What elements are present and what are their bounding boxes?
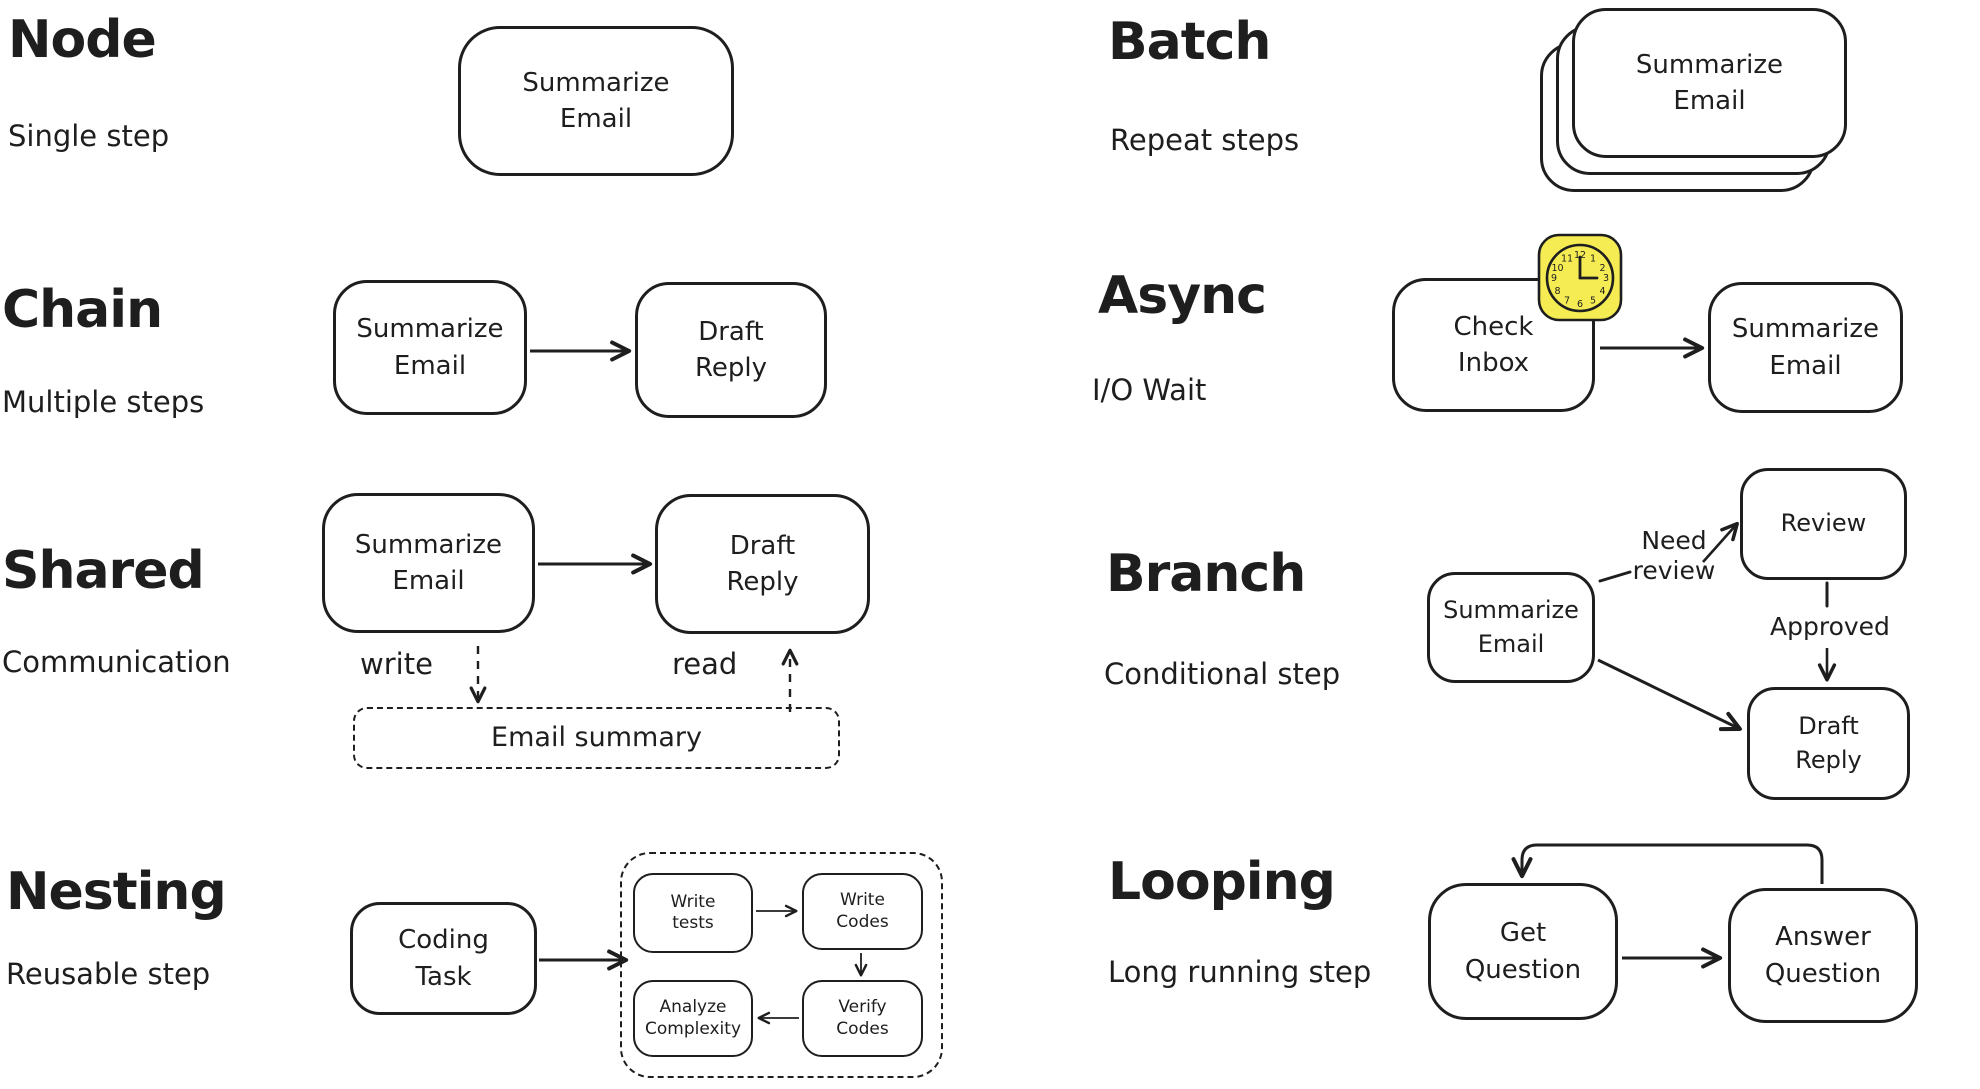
nesting-section-title: Nesting: [6, 862, 227, 922]
node-section-title: Node: [8, 10, 157, 70]
node-box-label: Summarize Email: [522, 67, 670, 134]
clock-num-5: 5: [1590, 296, 1596, 307]
chain-box2-label: Draft Reply: [694, 316, 767, 383]
shared-section-title: Shared: [2, 541, 205, 601]
async-box1-label: Check Inbox: [1453, 311, 1534, 378]
chain-box1-label: Summarize Email: [356, 314, 504, 381]
chain-summarize-email-box: Summarize Email: [333, 280, 527, 415]
batch-section-subtitle: Repeat steps: [1110, 123, 1300, 157]
branch-summarize-email-box: Summarize Email: [1427, 572, 1595, 683]
clock-num-11: 11: [1561, 254, 1573, 265]
nesting-write-codes-box: Write Codes: [802, 873, 923, 950]
branch-review-label: Review: [1780, 509, 1867, 538]
shared-box2-label: Draft Reply: [726, 530, 799, 597]
shared-email-summary-store: Email summary: [353, 707, 840, 769]
branch-draft-label: Draft Reply: [1795, 711, 1862, 774]
looping-box1-label: Get Question: [1464, 918, 1582, 985]
batch-section-title: Batch: [1108, 12, 1271, 72]
clock-num-9: 9: [1551, 273, 1557, 284]
nesting-inner2-label: Write Codes: [836, 890, 889, 932]
nesting-inner1-label: Write tests: [670, 891, 716, 933]
branch-need-review-label: Need review: [1632, 526, 1716, 585]
nesting-section-subtitle: Reusable step: [6, 957, 211, 991]
looping-answer-question-box: Answer Question: [1728, 888, 1918, 1023]
shared-draft-reply-box: Draft Reply: [655, 494, 870, 634]
clock-icon: 12 1 2 3 4 5 6 7 8 9 10 11: [1537, 233, 1623, 322]
branch-draft-reply-box: Draft Reply: [1747, 687, 1910, 800]
chain-section-title: Chain: [2, 280, 163, 340]
clock-num-6: 6: [1577, 299, 1583, 310]
branch-review-box: Review: [1740, 468, 1907, 580]
nesting-analyze-complexity-box: Analyze Complexity: [633, 980, 753, 1057]
looping-section-title: Looping: [1108, 852, 1336, 912]
looping-section-subtitle: Long running step: [1108, 955, 1372, 989]
async-box2-label: Summarize Email: [1731, 314, 1880, 381]
async-section-subtitle: I/O Wait: [1092, 373, 1207, 407]
looping-back-arrow: [1511, 843, 1824, 884]
async-summarize-email-box: Summarize Email: [1708, 282, 1903, 413]
nesting-task-label: Coding Task: [398, 925, 489, 992]
clock-num-4: 4: [1599, 286, 1605, 297]
batch-card-label: Summarize Email: [1635, 49, 1784, 116]
shared-read-label: read: [672, 647, 738, 681]
branch-section-subtitle: Conditional step: [1104, 657, 1341, 691]
nesting-verify-codes-box: Verify Codes: [802, 980, 923, 1057]
branch-section-title: Branch: [1106, 544, 1306, 604]
clock-num-12: 12: [1574, 250, 1586, 261]
shared-box1-label: Summarize Email: [354, 529, 503, 596]
clock-num-8: 8: [1554, 286, 1560, 297]
node-section-subtitle: Single step: [8, 119, 170, 153]
clock-num-1: 1: [1590, 254, 1596, 265]
nesting-coding-task-box: Coding Task: [350, 902, 537, 1015]
clock-num-10: 10: [1551, 263, 1563, 274]
shared-write-label: write: [360, 647, 433, 681]
clock-num-2: 2: [1599, 263, 1605, 274]
async-section-title: Async: [1098, 266, 1267, 326]
nesting-inner3-label: Verify Codes: [836, 997, 889, 1039]
shared-summarize-email-box: Summarize Email: [322, 493, 535, 633]
batch-card-front: Summarize Email: [1572, 8, 1847, 158]
chain-section-subtitle: Multiple steps: [2, 385, 205, 419]
node-summarize-email-box: Summarize Email: [458, 26, 734, 176]
branch-source-label: Summarize Email: [1443, 595, 1579, 658]
shared-section-subtitle: Communication: [2, 645, 231, 679]
looping-get-question-box: Get Question: [1428, 883, 1618, 1020]
chain-draft-reply-box: Draft Reply: [635, 282, 827, 418]
looping-box2-label: Answer Question: [1764, 922, 1882, 989]
clock-num-3: 3: [1603, 273, 1609, 284]
nesting-write-tests-box: Write tests: [633, 873, 753, 953]
shared-store-label: Email summary: [491, 722, 702, 754]
clock-num-7: 7: [1564, 296, 1570, 307]
nesting-inner4-label: Analyze Complexity: [644, 997, 741, 1039]
branch-approved-label: Approved: [1770, 612, 1890, 641]
branch-to-draft-arrow: [1597, 658, 1742, 732]
